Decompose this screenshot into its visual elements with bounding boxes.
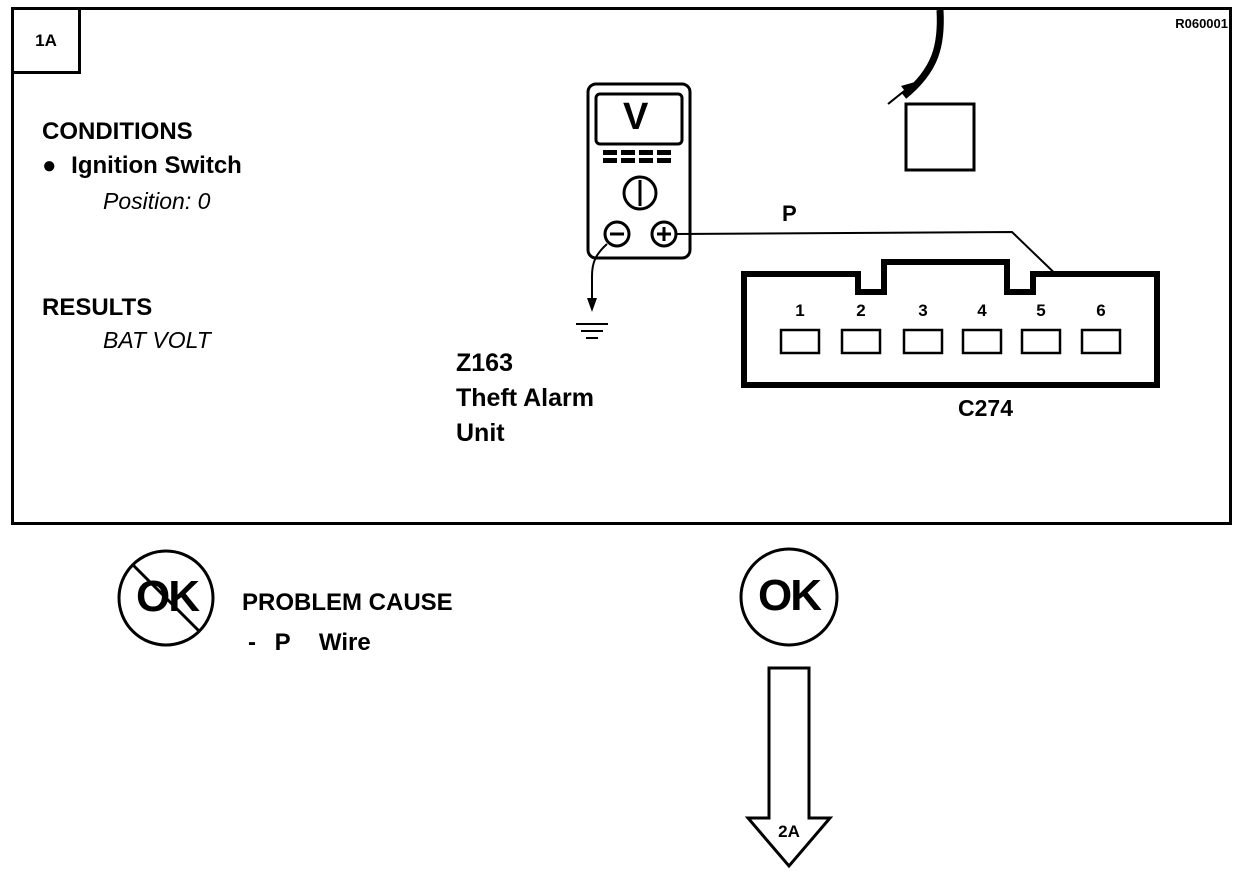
condition-item: ● Ignition Switch	[42, 152, 242, 180]
next-step-label: 2A	[778, 822, 800, 841]
component-name-line2: Unit	[456, 419, 505, 447]
meter-key	[621, 150, 635, 155]
problem-cause-wire: P	[274, 629, 291, 656]
meter-key	[639, 150, 653, 155]
reference-code: R060001	[1175, 16, 1228, 31]
pin-label-5: 5	[1036, 301, 1046, 320]
pin-label-1: 1	[795, 301, 805, 320]
meter-key	[639, 158, 653, 163]
component-name-line1: Theft Alarm	[456, 384, 594, 412]
pin-label-2: 2	[856, 301, 866, 320]
next-step-arrow-icon	[744, 666, 834, 869]
pin-cavity-2	[840, 328, 882, 355]
problem-cause-label: Wire	[318, 629, 371, 656]
meter-key	[657, 158, 671, 163]
condition-detail: Position: 0	[103, 188, 211, 214]
problem-cause-dash: -	[248, 629, 256, 656]
pin-cavity-5	[1020, 328, 1062, 355]
meter-key	[603, 158, 617, 163]
connector-c274	[741, 259, 1160, 388]
meter-screen	[594, 92, 684, 146]
pin-label-4: 4	[977, 301, 987, 320]
meter-key	[657, 150, 671, 155]
ok-symbol: OK	[758, 571, 822, 620]
results-value: BAT VOLT	[103, 327, 211, 353]
pin-label-3: 3	[918, 301, 928, 320]
pin-cavity-1	[779, 328, 821, 355]
condition-item-label: Ignition Switch	[71, 152, 242, 179]
harness-cable	[901, 9, 944, 99]
problem-cause-heading: PROBLEM CAUSE	[242, 589, 453, 616]
connector-name: C274	[958, 395, 1013, 421]
step-id: 1A	[35, 30, 57, 50]
harness-plug	[904, 102, 976, 172]
multimeter	[586, 82, 692, 260]
step-id-box: 1A	[11, 7, 81, 74]
test-panel	[11, 7, 1232, 525]
pin-label-6: 6	[1096, 301, 1106, 320]
ground-lead	[591, 243, 608, 302]
meter-key	[621, 158, 635, 163]
ground-lead-arrow	[587, 298, 597, 312]
conditions-heading: CONDITIONS	[42, 118, 193, 145]
meter-key	[603, 150, 617, 155]
condition-bullet: ●	[42, 152, 57, 179]
not-ok-slash	[131, 563, 201, 633]
problem-cause-item: - P Wire	[248, 629, 371, 657]
pin-cavity-3	[902, 328, 944, 355]
harness-pointer-head	[901, 82, 915, 95]
pin-cavity-4	[961, 328, 1003, 355]
ok-circle	[739, 547, 839, 647]
meter-display: V	[623, 96, 649, 138]
pin-cavity-6	[1080, 328, 1122, 355]
wire-label: P	[782, 201, 797, 226]
results-heading: RESULTS	[42, 294, 153, 321]
component-code: Z163	[456, 349, 513, 377]
not-ok-symbol: OK	[136, 572, 200, 621]
